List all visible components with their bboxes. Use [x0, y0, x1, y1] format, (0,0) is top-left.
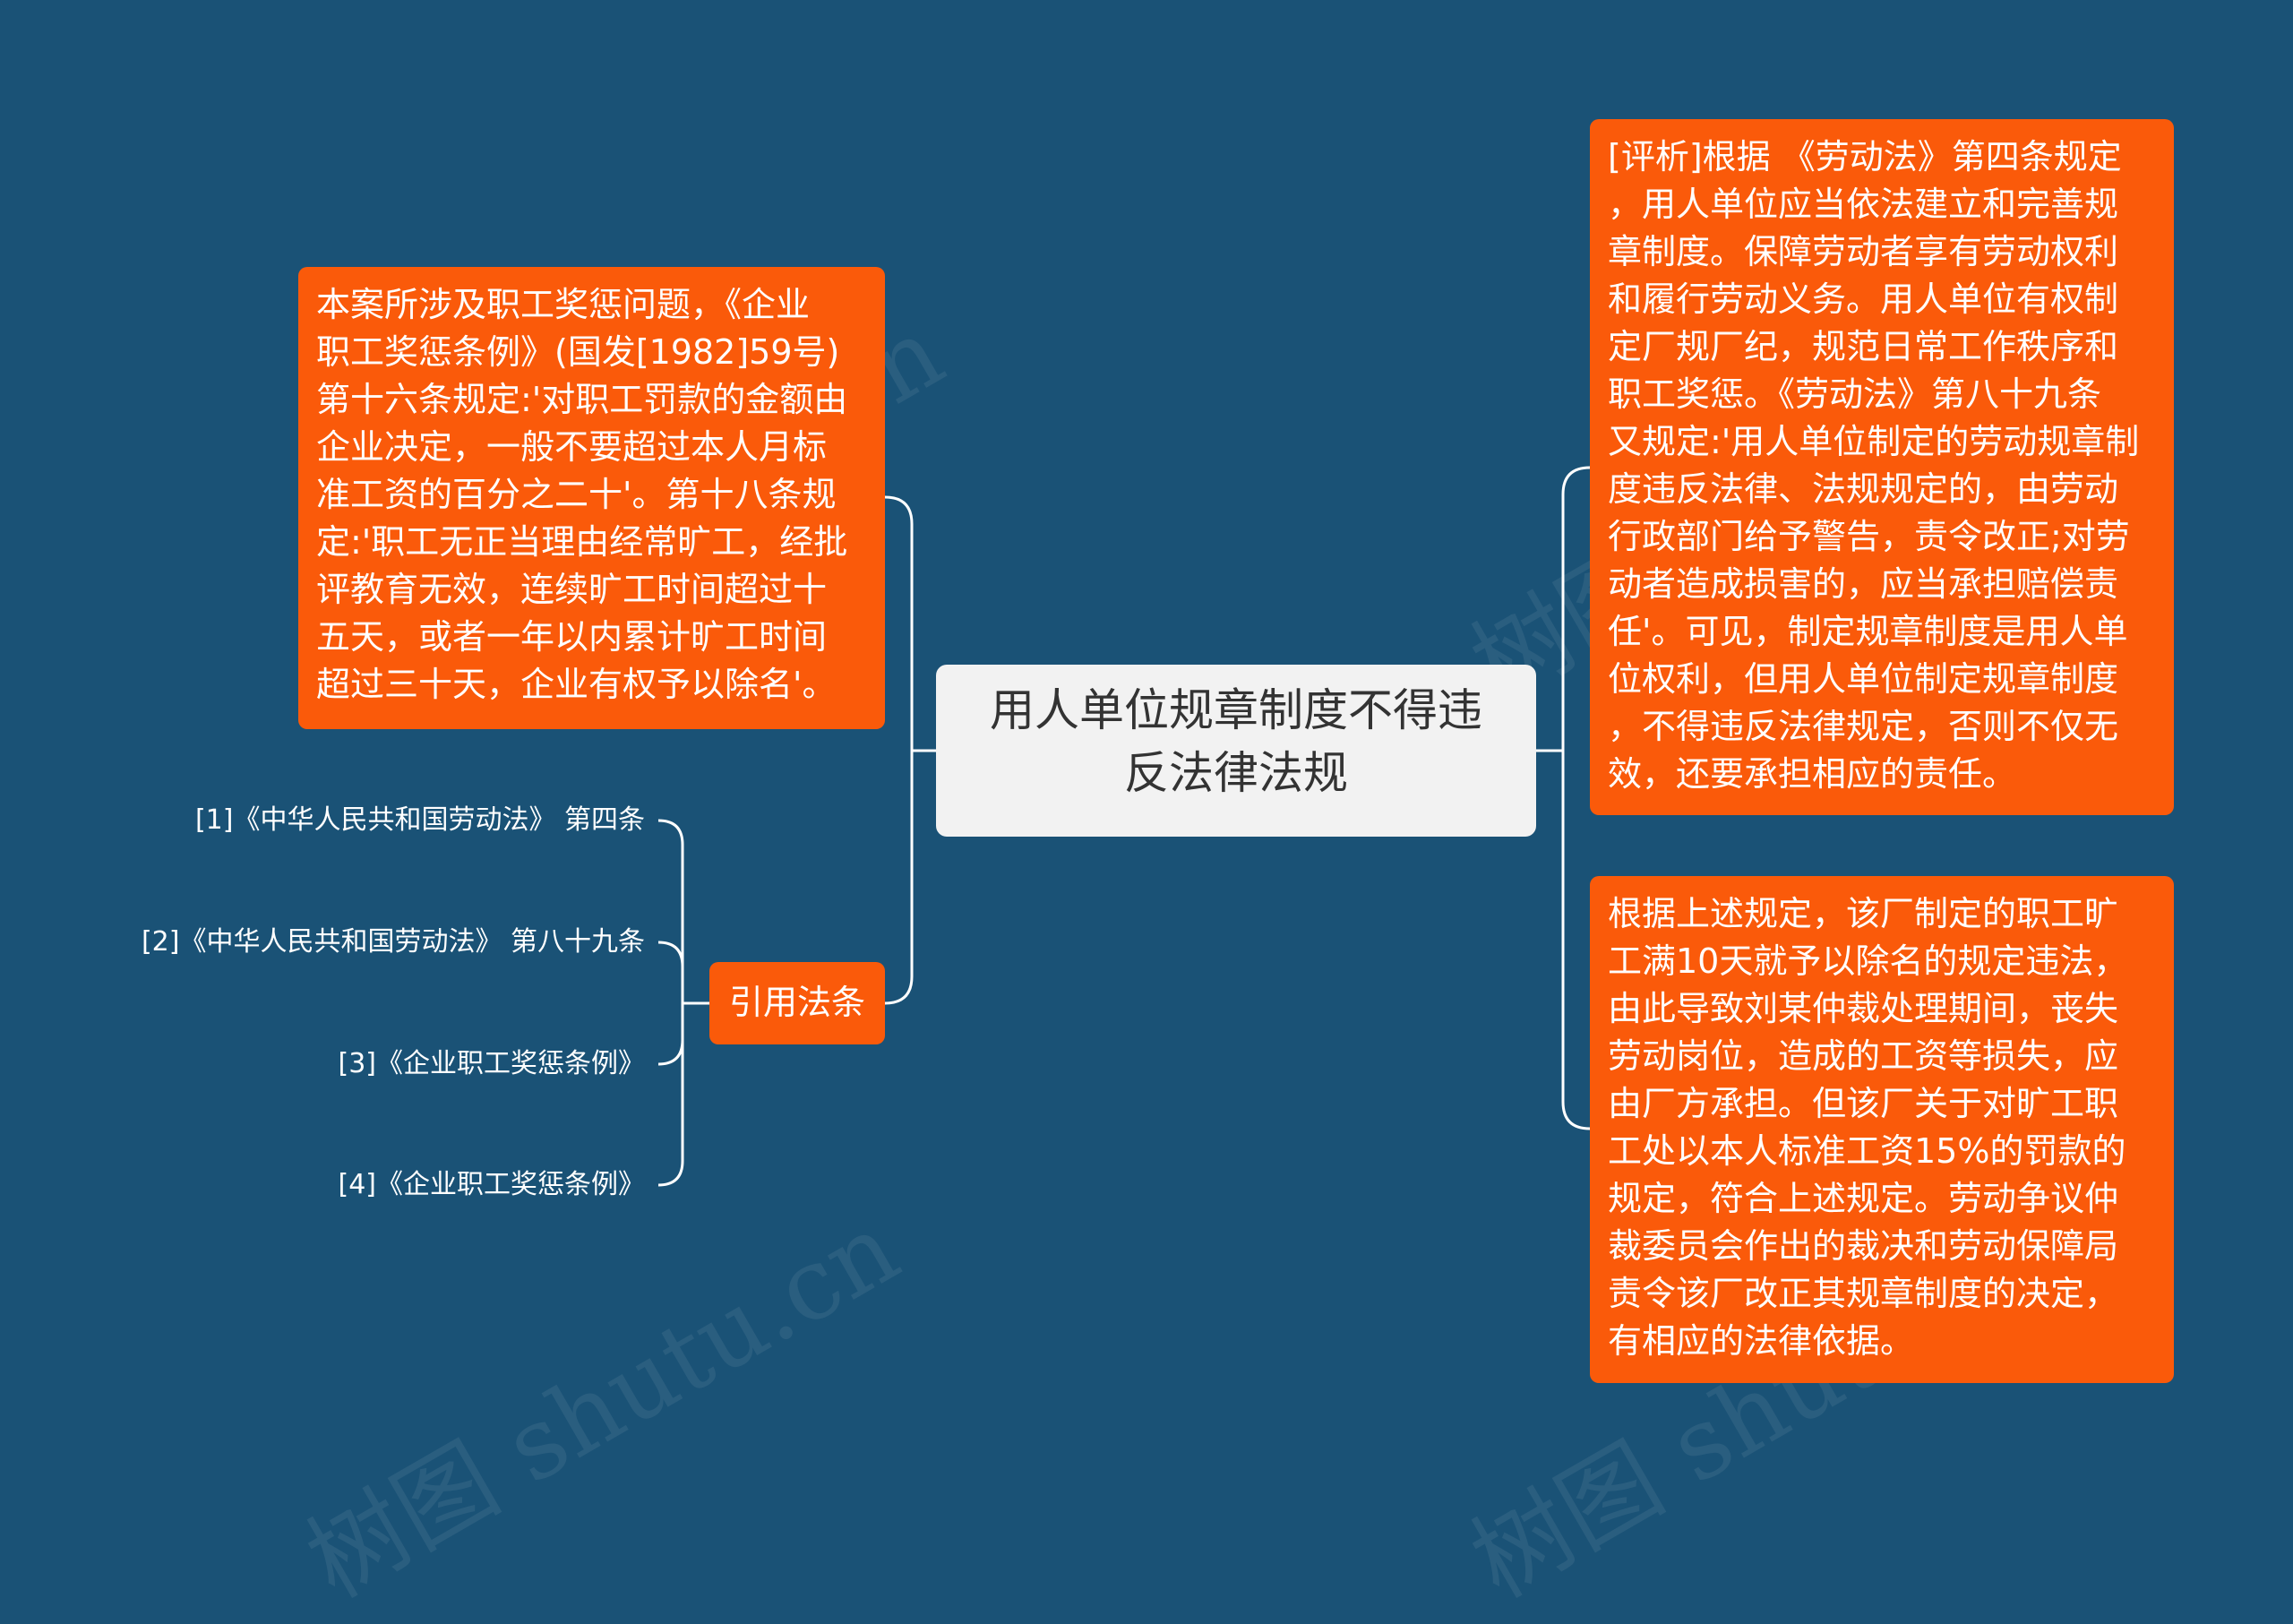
mind-map-canvas: 树图 shutu.cn 树图 shutu.cn 树图 shutu.cn 树图 s… — [141, 119, 2174, 1620]
citations-node[interactable]: 引用法条 — [709, 962, 885, 1044]
connector-citation-2 — [657, 941, 684, 967]
citation-item-4[interactable]: [4]《企业职工奖惩条例》 — [338, 1169, 646, 1200]
connector-citations-trunk — [657, 819, 684, 1187]
regulation-node[interactable]: 本案所涉及职工奖惩问题，《企业 职工奖惩条例》(国发[1982]59号) 第十六… — [298, 267, 885, 729]
citation-item-1[interactable]: [1]《中华人民共和国劳动法》 第四条 — [194, 804, 645, 836]
connector-right-trunk — [1561, 466, 1591, 1130]
citation-item-3[interactable]: [3]《企业职工奖惩条例》 — [338, 1048, 646, 1079]
citation-item-2[interactable]: [2]《中华人民共和国劳动法》 第八十九条 — [141, 926, 645, 958]
central-topic[interactable]: 用人单位规章制度不得违 反法律法规 — [936, 665, 1536, 837]
connector-left-trunk — [884, 495, 914, 1005]
connector-lines — [657, 466, 1591, 1187]
conclusion-node[interactable]: 根据上述规定，该厂制定的职工旷 工满10天就予以除名的规定违法， 由此导致刘某仲… — [1590, 876, 2174, 1383]
connector-citation-3 — [657, 1039, 684, 1066]
analysis-node[interactable]: [评析]根据 《劳动法》第四条规定 ，用人单位应当依法建立和完善规 章制度。保障… — [1590, 119, 2174, 815]
